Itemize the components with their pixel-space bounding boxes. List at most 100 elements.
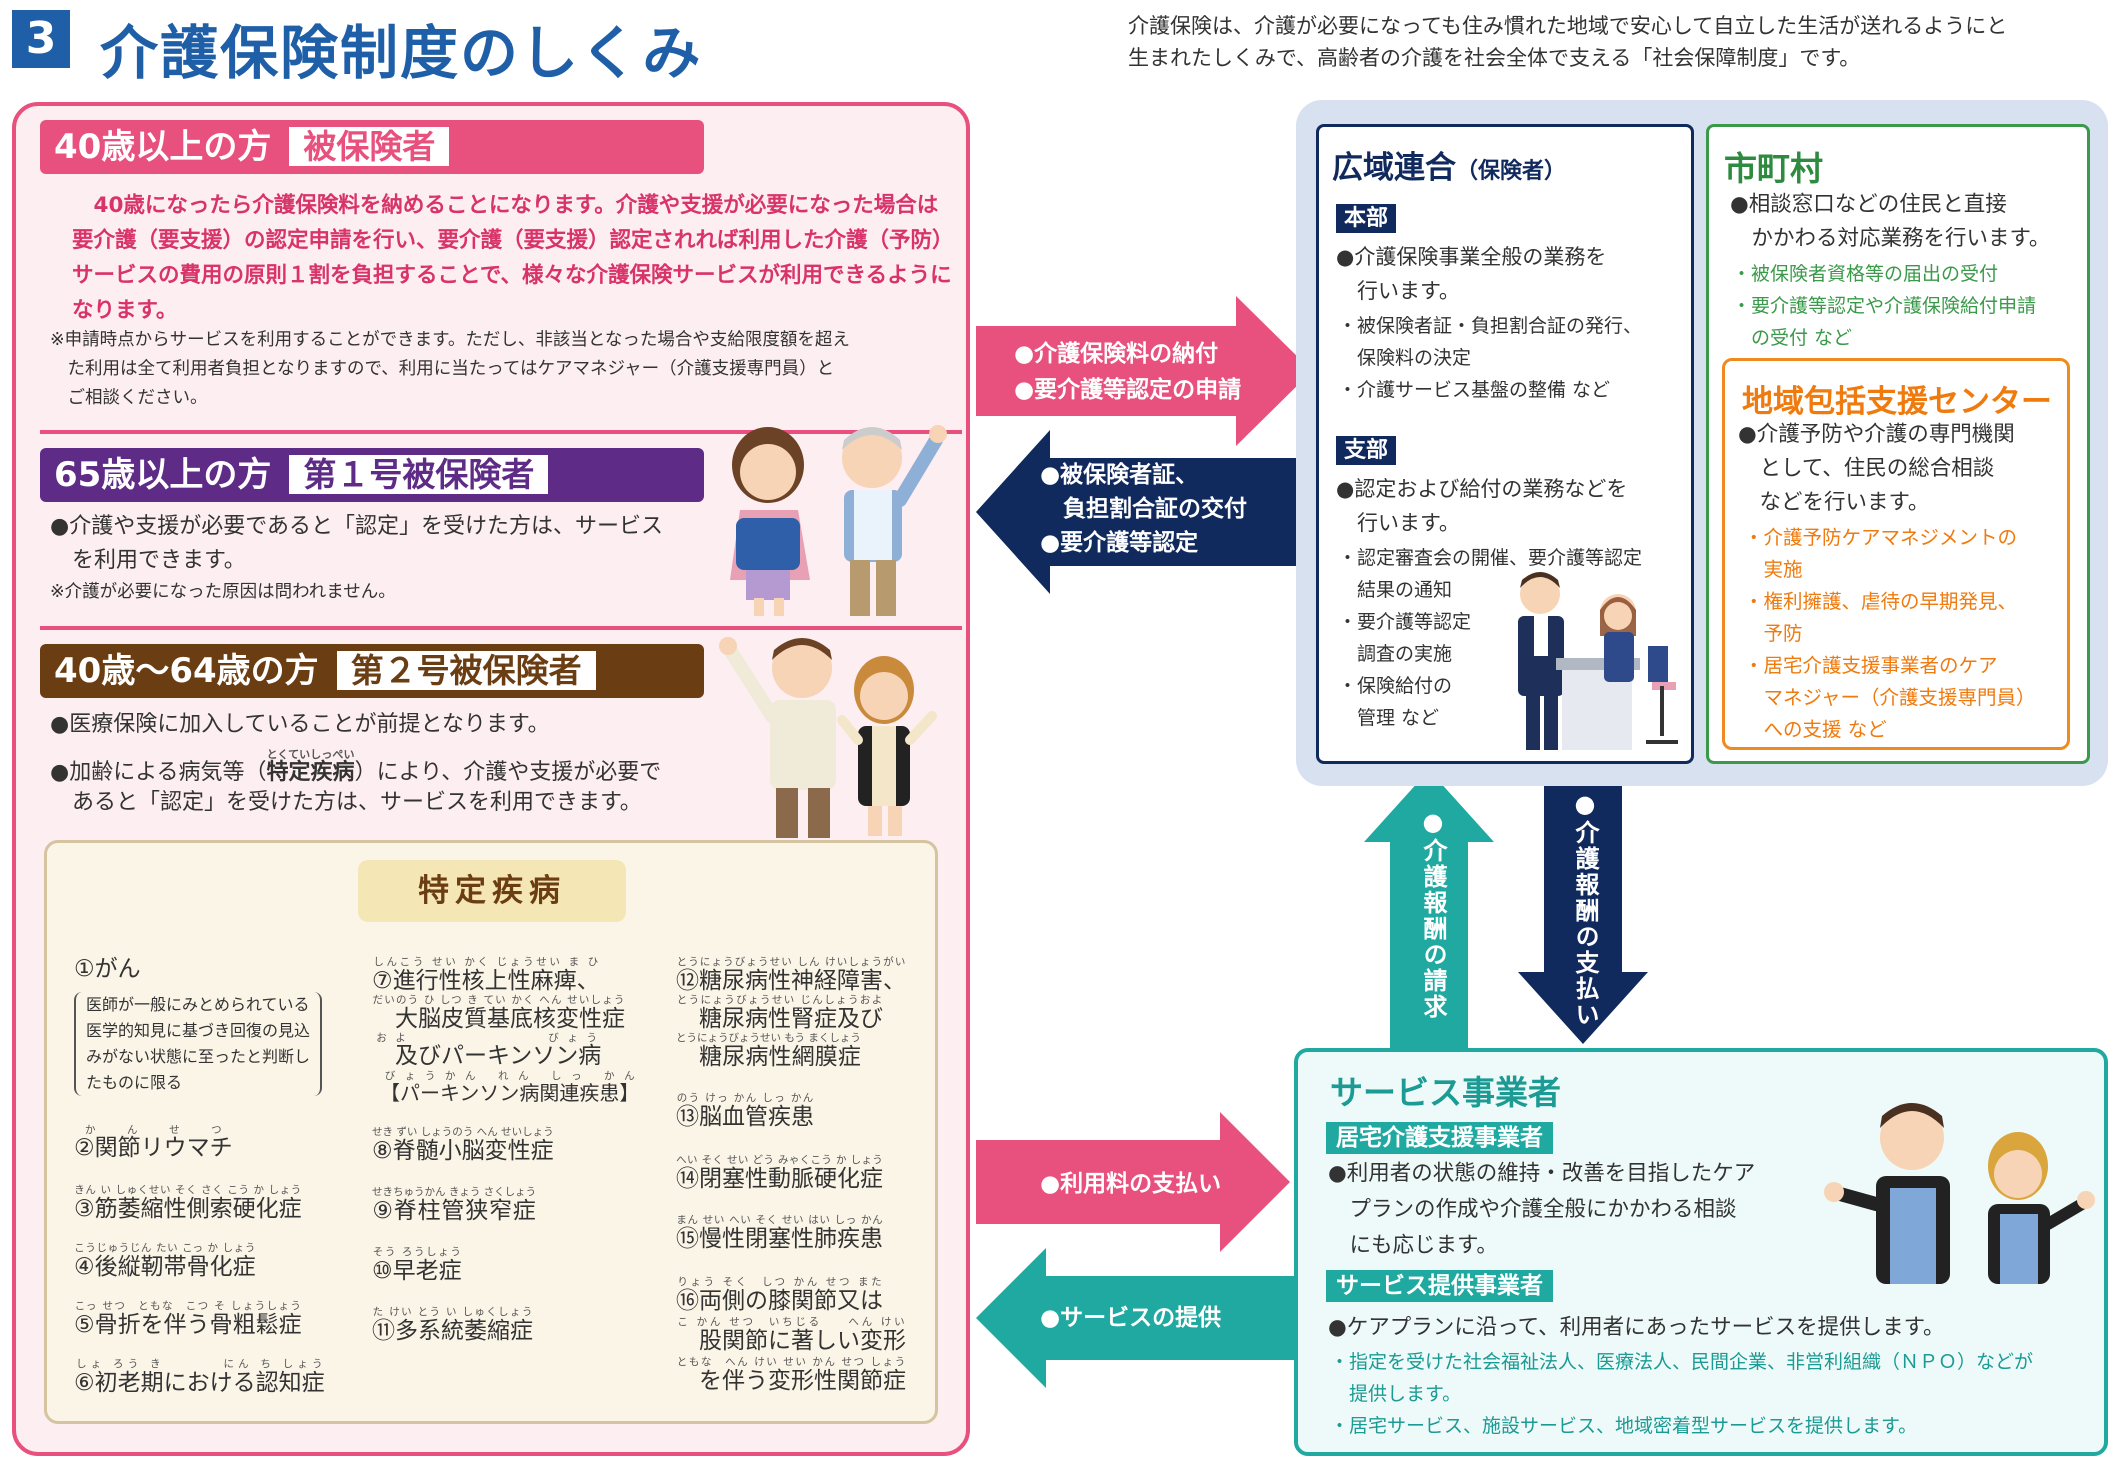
arrow-label-payment: ●介護報酬の支払い <box>1571 790 1599 1028</box>
disease-item: 及びパーキンソン病およ びょう <box>372 1032 601 1069</box>
title-text: 広域連合 <box>1332 150 1456 186</box>
community-support-center-box <box>1722 358 2070 750</box>
insured-40-note: ※申請時点からサービスを利用することができます。ただし、非該当となった場合や支給… <box>50 326 850 413</box>
disease-ruby: びょうかん れん しっ かん <box>380 1070 640 1082</box>
arrow-to-insurer <box>976 296 1312 446</box>
center-description: ●介護予防や介護の専門機関 として、住民の総合相談 などを行います。 <box>1738 418 2015 520</box>
insured-4064-line1: ●医療保険に加入していることが前提となります。 <box>50 712 550 737</box>
disease-name: ③筋萎縮性側索硬化症 <box>74 1196 302 1222</box>
disease-ruby: こうじゅうじん たい こっ か しょう <box>74 1242 256 1254</box>
description-line: にも応じます。 <box>1328 1233 1498 1258</box>
disease-ruby: こ かん せつ いちじる へん けい <box>676 1316 906 1328</box>
detail-line: 提供します。 <box>1330 1383 1462 1405</box>
branch-description: ●認定および給付の業務などを 行います。 <box>1336 472 1627 540</box>
title-suffix: （保険者） <box>1456 159 1567 184</box>
arrow-label-service: ●サービスの提供 <box>1040 1305 1222 1331</box>
disease-ruby: およ びょう <box>372 1032 602 1044</box>
detail-line: ・被保険者証・負担割合証の発行、 <box>1338 315 1643 337</box>
disease-item: ⑮慢性閉塞性肺疾患まん せい へい そく せい はい しっ かん <box>676 1214 883 1252</box>
divider <box>40 430 962 434</box>
intro-text-line1: 介護保険は、介護が必要になっても住み慣れた地域で安心して自立した生活が送れるよう… <box>1128 14 2008 38</box>
service-provider-line: ●ケアプランに沿って、利用者にあったサービスを提供します。 <box>1328 1315 1945 1340</box>
note-line: ※申請時点からサービスを利用することができます。ただし、非該当となった場合や支給… <box>50 330 850 350</box>
description-line: 40歳になったら介護保険料を納めることになります。介護や支援が必要になった場合は <box>72 193 939 218</box>
emphasis-term: 特定疾病 <box>266 760 355 785</box>
municipality-title: 市町村 <box>1724 149 1823 188</box>
care-workers-illustration <box>1824 1103 2095 1284</box>
arrow-claim <box>1364 770 1494 1052</box>
detail-line: 実施 <box>1744 558 1803 581</box>
community-support-center-title: 地域包括支援センター <box>1742 384 2052 420</box>
arrow-text: ●被保険者証、 <box>1040 462 1199 488</box>
detail-line: ・保険給付の <box>1338 675 1453 697</box>
disease-name: ⑤骨折を伴う骨粗鬆症 <box>74 1312 302 1338</box>
detail-line: への支援 など <box>1744 718 1887 741</box>
detail-line: の受付 など <box>1732 327 1853 349</box>
disease-name: ⑨脊柱管狭窄症 <box>372 1198 537 1224</box>
municipality-description: ●相談窓口などの住民と直接 かかわる対応業務を行います。 <box>1730 188 2050 256</box>
line-text: ●加齢による病気等（ <box>50 760 267 785</box>
description-line: 要介護（要支援）の認定申請を行い、要介護（要支援）認定されれば利用した介護（予防… <box>72 228 954 253</box>
disease-name: ⑯両側の膝関節又は <box>676 1288 883 1314</box>
disease-item: ⑪多系統萎縮症た けい とう い しゅくしょう <box>372 1306 533 1344</box>
heading-tag: 第２号被保険者 <box>336 651 596 690</box>
disease-ruby: こっ せつ ともな こつ そ しょうしょう <box>74 1300 302 1312</box>
disease-ruby: せきちゅうかん きょう さくしょう <box>372 1186 537 1198</box>
care-support-provider-tag: 居宅介護支援事業者 <box>1326 1122 1553 1154</box>
elderly-couple-illustration <box>730 425 947 616</box>
arrow-label-to-insurer: ●介護保険料の納付 ●要介護等認定の申請 <box>1014 336 1241 408</box>
arrow-label-fee: ●利用料の支払い <box>1040 1171 1222 1197</box>
disease-item: 糖尿病性腎症及びとうにょうびょうせい じんしょうおよ <box>676 994 883 1032</box>
disease-ruby: せき ずい しょうのう へん せいしょう <box>372 1126 554 1138</box>
disease-name: 及びパーキンソン病 <box>372 1043 602 1069</box>
line-text: ）により、介護や支援が必要で <box>354 760 662 785</box>
detail-line: 予防 <box>1744 622 1803 645</box>
description-line: ●相談窓口などの住民と直接 <box>1730 192 2007 217</box>
disease-item: ⑬脳血管疾患のう けっ かん しっ かん <box>676 1092 814 1130</box>
detail-line: 結果の通知 <box>1338 579 1453 601</box>
disease-name: ②関節リウマチ <box>74 1135 233 1161</box>
arrow-label-from-insurer: ●被保険者証、 負担割合証の交付 ●要介護等認定 <box>1040 458 1247 560</box>
disease-name: ⑪多系統萎縮症 <box>372 1318 533 1344</box>
arrow-fee <box>976 1112 1290 1252</box>
disease-ruby: きん い しゅくせい そく さく こう か しょう <box>74 1184 302 1196</box>
emphasis-ruby: とくていしっぺい <box>266 748 355 761</box>
disease-item: ④後縦靭帯骨化症こうじゅうじん たい こっ か しょう <box>74 1242 256 1280</box>
description-line: ●介護予防や介護の専門機関 <box>1738 422 2015 447</box>
arrow-text: 負担割合証の交付 <box>1040 496 1247 522</box>
insured-4064-line3: あると「認定」を受けた方は、サービスを利用できます。 <box>50 790 642 815</box>
description-line: 行います。 <box>1336 511 1460 535</box>
municipality-details: ・被保険者資格等の届出の受付 ・要介護等認定や介護保険給付申請 の受付 など <box>1732 258 2036 354</box>
disease-name: ⑧脊髄小脳変性症 <box>372 1138 554 1164</box>
middle-aged-couple-illustration <box>719 637 937 838</box>
disease-ruby: とうにょうびょうせい じんしょうおよ <box>676 994 883 1006</box>
service-provider-tag: サービス提供事業者 <box>1326 1270 1553 1302</box>
disease-item: ②関節リウマチかんせつ <box>74 1124 233 1161</box>
disease-item: ⑯両側の膝関節又はりょう そく しつ かん せつ また <box>676 1276 883 1314</box>
disease-ruby: そう ろうしょう <box>372 1246 462 1258</box>
disease-name: 股関節に著しい変形 <box>676 1328 906 1354</box>
detail-line: ・指定を受けた社会福祉法人、医療法人、民間企業、非営利組織（ＮＰＯ）などが <box>1330 1351 2034 1373</box>
description-line: などを行います。 <box>1738 490 1930 515</box>
description-line: 行います。 <box>1336 279 1460 303</box>
note-line: た利用は全て利用者負担となりますので、利用に当たってはケアマネジャー（介護支援専… <box>50 359 835 379</box>
disease-ruby: しょ ろう き にん ち しょう <box>74 1358 325 1370</box>
detail-line: ・権利擁護、虐待の早期発見、 <box>1744 590 2018 613</box>
section-heading-65-plus: 65歳以上の方第１号被保険者 <box>40 448 704 502</box>
arrow-payment <box>1518 766 1648 1044</box>
detail-line: 保険料の決定 <box>1338 347 1472 369</box>
detail-line: ・要介護等認定 <box>1338 611 1472 633</box>
arrow-label-claim: ●介護報酬の請求 <box>1419 808 1447 1020</box>
disease-name: ⑬脳血管疾患 <box>676 1104 814 1130</box>
insured-65-description: ●介護や支援が必要であると「認定」を受けた方は、サービス を利用できます。 <box>50 510 663 578</box>
regional-union-title: 広域連合（保険者） <box>1332 142 1566 187</box>
disease-ruby: へい そく せい どう みゃくこう か しょう <box>676 1154 883 1166</box>
disease-name: 糖尿病性腎症及び <box>676 1006 883 1032</box>
disease-ruby: た けい とう い しゅくしょう <box>372 1306 533 1318</box>
disease-ruby: とうにょうびょうせい もう まくしょう <box>676 1032 861 1044</box>
disease-name: ⑭閉塞性動脈硬化症 <box>676 1166 883 1192</box>
service-provider-title: サービス事業者 <box>1330 1073 1561 1112</box>
heading-tag: 第１号被保険者 <box>289 455 549 494</box>
detail-line: ・居宅サービス、施設サービス、地域密着型サービスを提供します。 <box>1330 1415 1918 1437</box>
disease-item: ⑫糖尿病性神経障害、とうにょうびょうせい しん けいしょうがい <box>676 956 906 994</box>
